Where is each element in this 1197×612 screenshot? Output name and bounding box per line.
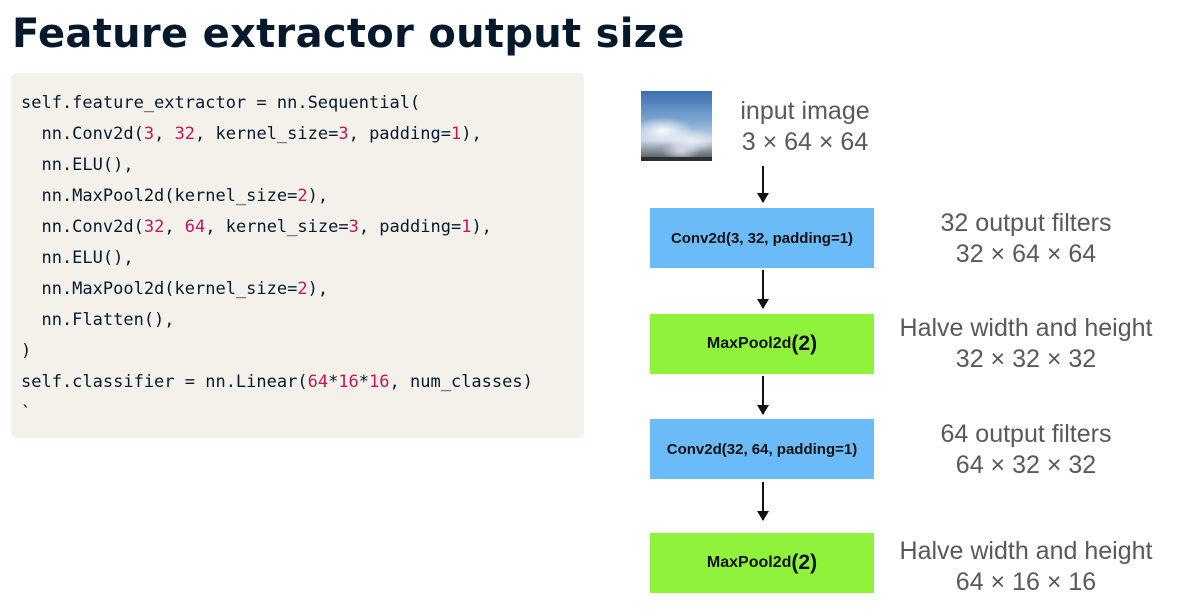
code-token: , kernel_size= <box>195 124 339 144</box>
code-token: ` <box>21 403 32 423</box>
code-number: 2 <box>297 279 308 299</box>
maxpool-layer-2-text: MaxPool2d <box>706 554 792 571</box>
conv2d-layer-1-text: Conv2d(3, 32, padding=1) <box>670 229 854 247</box>
code-token: nn.Flatten(), <box>21 310 175 330</box>
code-panel <box>11 73 584 438</box>
code-line: nn.MaxPool2d(kernel_size=2), <box>21 274 533 305</box>
code-line: nn.ELU(), <box>21 150 533 181</box>
code-line: nn.Flatten(), <box>21 305 533 336</box>
code-token: * <box>328 372 339 392</box>
code-token: , num_classes) <box>389 372 533 392</box>
code-token: nn.Conv2d( <box>21 217 144 237</box>
conv2d-layer-2-shape: 64 × 32 × 32 <box>955 451 1097 479</box>
code-token: nn.MaxPool2d(kernel_size= <box>21 279 298 299</box>
code-number: 3 <box>143 124 155 144</box>
input-image-label: input image 3 × 64 × 64 <box>735 96 875 158</box>
conv2d-layer-2-label: 64 output filters 64 × 32 × 32 <box>896 419 1156 481</box>
conv2d-layer-1-box: Conv2d(3, 32, padding=1) <box>650 208 874 268</box>
code-token: * <box>358 372 370 392</box>
conv2d-layer-1-shape: 32 × 64 × 64 <box>955 240 1097 268</box>
code-token: ), <box>307 279 329 299</box>
code-token: ), <box>471 217 492 237</box>
code-token: self.classifier = nn.Linear( <box>21 372 308 392</box>
page-title: Feature extractor output size <box>12 11 685 57</box>
code-line: self.feature_extractor = nn.Sequential( <box>21 88 533 119</box>
code-number: 64 <box>307 372 329 392</box>
code-line: nn.ELU(), <box>21 243 533 274</box>
code-line: ` <box>21 398 533 429</box>
conv2d-layer-2-text: Conv2d(32, 64, padding=1) <box>666 440 858 458</box>
maxpool-layer-1-shape: 32 × 32 × 32 <box>955 345 1097 373</box>
input-image-thumbnail <box>641 91 712 161</box>
code-token: , <box>154 124 175 144</box>
input-image-caption: input image <box>740 97 870 125</box>
code-token: ), <box>307 186 329 206</box>
maxpool-layer-2-box: MaxPool2d(2) <box>650 533 874 593</box>
code-token: ) <box>21 341 32 361</box>
code-token: nn.ELU(), <box>21 248 134 268</box>
code-number: 64 <box>184 217 206 237</box>
code-line: nn.Conv2d(32, 64, kernel_size=3, padding… <box>21 212 533 243</box>
code-token: nn.MaxPool2d(kernel_size= <box>21 186 298 206</box>
code-token: ), <box>461 124 482 144</box>
code-number: 2 <box>297 186 308 206</box>
code-token: , padding= <box>358 217 462 237</box>
code-number: 1 <box>461 217 472 237</box>
code-token: , <box>164 217 185 237</box>
flow-arrow <box>757 270 769 309</box>
code-block: self.feature_extractor = nn.Sequential( … <box>21 88 533 429</box>
code-number: 16 <box>369 372 390 392</box>
code-line: ) <box>21 336 533 367</box>
maxpool-layer-1-label: Halve width and height 32 × 32 × 32 <box>886 313 1166 375</box>
maxpool-layer-1-note: Halve width and height <box>899 314 1153 342</box>
code-number: 32 <box>174 124 196 144</box>
flow-arrow <box>757 166 769 203</box>
conv2d-layer-2-box: Conv2d(32, 64, padding=1) <box>650 419 874 479</box>
code-token: , kernel_size= <box>205 217 349 237</box>
code-token: nn.Conv2d( <box>21 124 144 144</box>
code-token: nn.ELU(), <box>21 155 134 175</box>
maxpool-layer-1-arg: (2) <box>791 332 818 355</box>
maxpool-layer-2-note: Halve width and height <box>899 537 1153 565</box>
code-token: , padding= <box>348 124 451 144</box>
code-line: self.classifier = nn.Linear(64*16*16, nu… <box>21 367 533 398</box>
maxpool-layer-2-label: Halve width and height 64 × 16 × 16 <box>886 536 1166 598</box>
code-number: 3 <box>338 124 349 144</box>
code-number: 3 <box>348 217 359 237</box>
conv2d-layer-1-note: 32 output filters <box>940 209 1112 237</box>
code-token: self.feature_extractor = nn.Sequential( <box>21 93 421 113</box>
maxpool-layer-2-arg: (2) <box>791 551 818 574</box>
code-number: 32 <box>143 217 165 237</box>
code-line: nn.Conv2d(3, 32, kernel_size=3, padding=… <box>21 119 533 150</box>
code-line: nn.MaxPool2d(kernel_size=2), <box>21 181 533 212</box>
flow-arrow <box>757 376 769 415</box>
maxpool-layer-1-text: MaxPool2d <box>706 335 792 352</box>
conv2d-layer-1-label: 32 output filters 32 × 64 × 64 <box>896 208 1156 270</box>
conv2d-layer-2-note: 64 output filters <box>940 420 1112 448</box>
maxpool-layer-2-shape: 64 × 16 × 16 <box>955 568 1097 596</box>
code-number: 16 <box>338 372 359 392</box>
maxpool-layer-1-box: MaxPool2d(2) <box>650 314 874 374</box>
input-image-shape: 3 × 64 × 64 <box>741 128 869 156</box>
flow-arrow <box>757 482 769 521</box>
code-number: 1 <box>450 124 462 144</box>
